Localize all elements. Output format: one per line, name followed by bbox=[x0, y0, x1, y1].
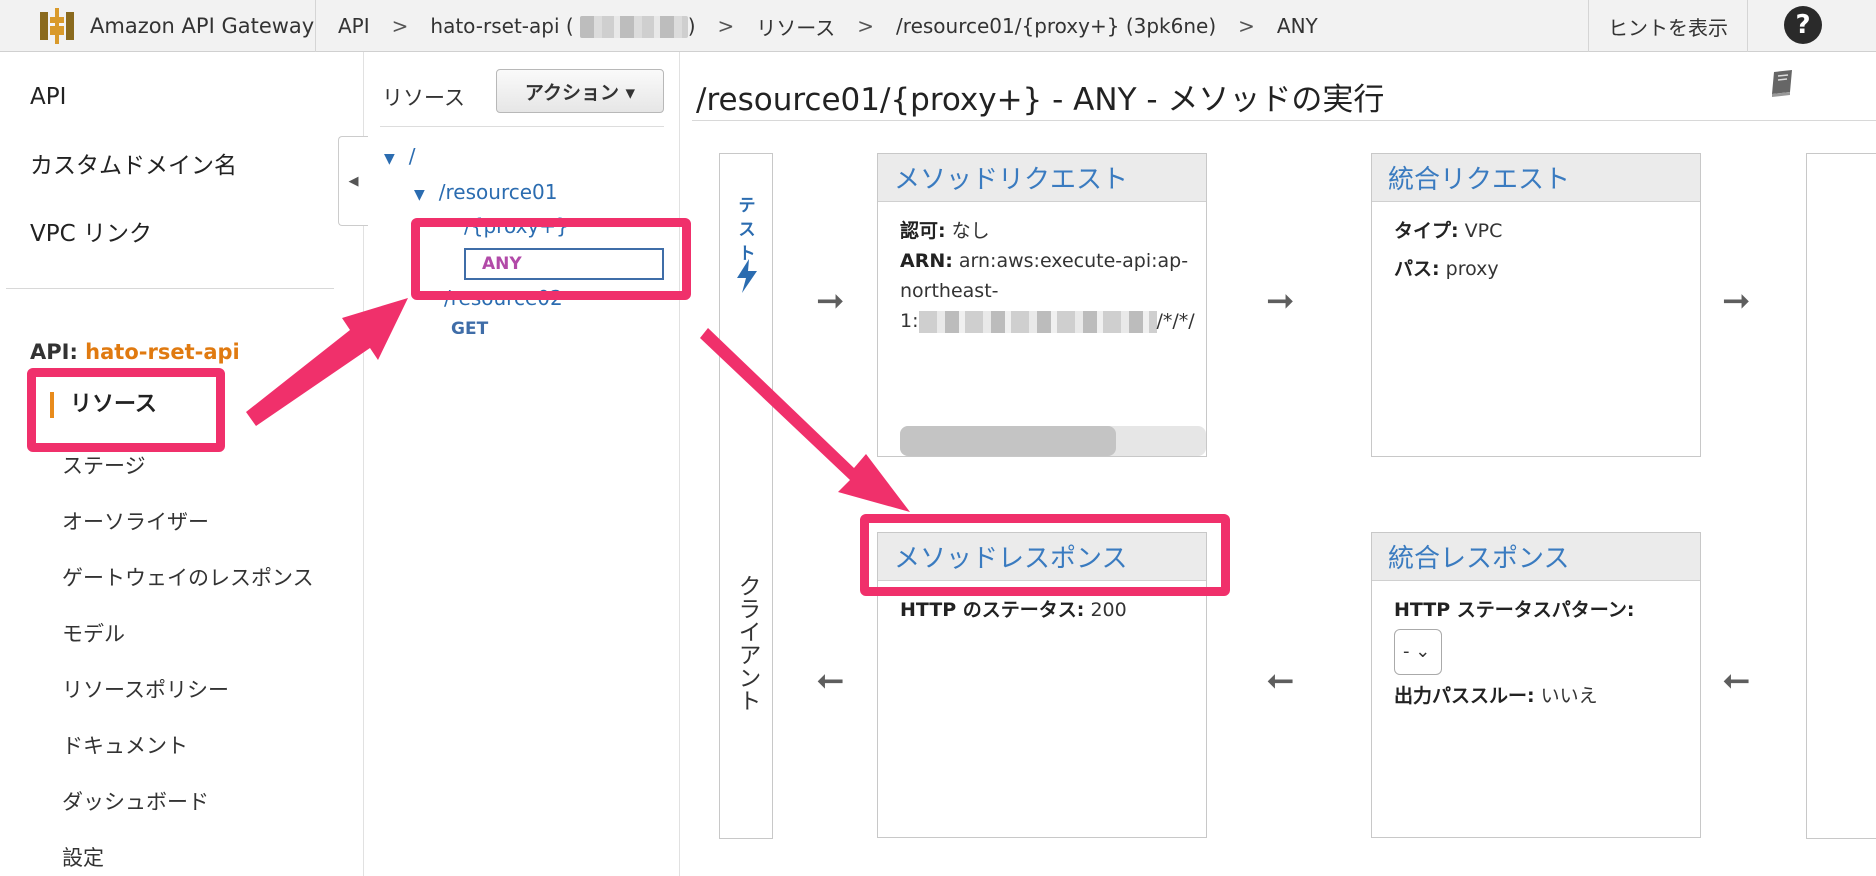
resource-tree-title: リソース bbox=[382, 86, 465, 110]
auth-row: 認可: なし bbox=[900, 220, 990, 242]
breadcrumb-separator: > bbox=[717, 14, 735, 38]
collapse-left-icon: ◀ bbox=[348, 173, 359, 189]
nav-item-resource-policy[interactable]: リソースポリシー bbox=[62, 678, 229, 702]
redacted-arn bbox=[918, 310, 1157, 333]
brand-name: Amazon API Gateway bbox=[90, 14, 315, 38]
arrow-right-icon: ➞ bbox=[1722, 281, 1751, 321]
book-icon[interactable] bbox=[1768, 68, 1796, 98]
breadcrumb-api[interactable]: API bbox=[338, 14, 370, 38]
api-label: API: hato-rset-api bbox=[30, 340, 240, 364]
passthrough-row: 出力パススルー: いいえ bbox=[1394, 685, 1598, 707]
top-bar: Amazon API Gateway API > hato-rset-api (… bbox=[0, 0, 1876, 52]
tree-method-get[interactable]: GET bbox=[451, 319, 489, 339]
nav-item-models[interactable]: モデル bbox=[62, 622, 125, 646]
tree-divider bbox=[380, 126, 664, 127]
method-response-panel: メソッドレスポンス HTTP のステータス: 200 bbox=[877, 532, 1207, 838]
nav-item-authorizers[interactable]: オーソライザー bbox=[62, 510, 209, 534]
show-hints-button[interactable]: ヒントを表示 bbox=[1588, 0, 1748, 52]
breadcrumb-resources[interactable]: リソース bbox=[756, 15, 836, 40]
nav-item-dashboard[interactable]: ダッシュボード bbox=[62, 790, 209, 814]
integration-response-title[interactable]: 統合レスポンス bbox=[1372, 533, 1700, 581]
redacted-api-id bbox=[579, 16, 688, 39]
api-label-name: hato-rset-api bbox=[85, 340, 240, 364]
breadcrumb-resource[interactable]: /resource01/{proxy+} (3pk6ne) bbox=[896, 14, 1217, 38]
client-column: テスト クライアント bbox=[719, 153, 773, 839]
lightning-icon[interactable] bbox=[732, 258, 762, 294]
method-request-body: 認可: なし ARN: arn:aws:execute-api:ap- nort… bbox=[878, 202, 1206, 336]
arrow-right-icon: ➞ bbox=[816, 281, 845, 321]
resource-tree-panel: リソース アクション ▾ ▼/ ▼/resource01 /{proxy+} A… bbox=[366, 52, 680, 876]
integration-response-panel: 統合レスポンス HTTP ステータスパターン: - ⌄ 出力パススルー: いいえ bbox=[1371, 532, 1701, 838]
client-label: クライアント bbox=[734, 574, 760, 712]
breadcrumb: API > hato-rset-api () > リソース > /resourc… bbox=[338, 0, 1318, 52]
caret-down-icon[interactable]: ▼ bbox=[414, 187, 425, 203]
path-row: パス: proxy bbox=[1394, 258, 1499, 280]
breadcrumb-separator: > bbox=[1238, 14, 1255, 38]
title-divider bbox=[692, 120, 1876, 121]
nav-item-api[interactable]: API bbox=[30, 84, 67, 110]
arrow-left-icon: ➞ bbox=[1266, 661, 1295, 701]
http-status-row: HTTP のステータス: 200 bbox=[900, 599, 1127, 621]
nav-item-custom-domain[interactable]: カスタムドメイン名 bbox=[30, 153, 237, 179]
arrow-right-icon: ➞ bbox=[1266, 281, 1295, 321]
nav-divider bbox=[6, 288, 334, 289]
method-response-body: HTTP のステータス: 200 bbox=[878, 581, 1206, 625]
horizontal-scrollbar[interactable] bbox=[900, 426, 1206, 456]
tree-node-proxy[interactable]: /{proxy+} bbox=[464, 214, 569, 238]
nav-item-gateway-responses[interactable]: ゲートウェイのレスポンス bbox=[62, 566, 314, 590]
nav-item-resources[interactable]: リソース bbox=[50, 392, 157, 418]
tree-node-resource01[interactable]: ▼/resource01 bbox=[414, 180, 558, 204]
breadcrumb-method: ANY bbox=[1276, 14, 1318, 38]
type-row: タイプ: VPC bbox=[1394, 220, 1503, 242]
help-icon[interactable]: ? bbox=[1784, 6, 1822, 44]
endpoint-column bbox=[1806, 153, 1876, 839]
breadcrumb-separator: > bbox=[857, 14, 875, 38]
method-request-title[interactable]: メソッドリクエスト bbox=[878, 154, 1206, 202]
brand-area[interactable]: Amazon API Gateway bbox=[0, 0, 316, 52]
caret-down-icon[interactable]: ▼ bbox=[384, 151, 395, 167]
scrollbar-thumb[interactable] bbox=[900, 426, 1116, 456]
integration-request-panel: 統合リクエスト タイプ: VPC パス: proxy bbox=[1371, 153, 1701, 457]
nav-item-documentation[interactable]: ドキュメント bbox=[62, 734, 188, 758]
test-link[interactable]: テスト bbox=[738, 196, 756, 264]
collapse-nav-button[interactable]: ◀ bbox=[338, 136, 368, 226]
tree-node-resource02[interactable]: /resource02 bbox=[444, 286, 563, 310]
status-pattern-select[interactable]: - ⌄ bbox=[1394, 629, 1442, 675]
breadcrumb-separator: > bbox=[391, 14, 409, 38]
api-gateway-logo-icon bbox=[40, 8, 74, 44]
arn-row: ARN: arn:aws:execute-api:ap- northeast- … bbox=[900, 250, 1195, 333]
left-navigation: API カスタムドメイン名 VPC リンク API: hato-rset-api… bbox=[0, 52, 368, 876]
integration-request-title[interactable]: 統合リクエスト bbox=[1372, 154, 1700, 202]
integration-response-body: HTTP ステータスパターン: - ⌄ 出力パススルー: いいえ bbox=[1372, 581, 1700, 711]
arrow-left-icon: ➞ bbox=[1722, 661, 1751, 701]
page-title: /resource01/{proxy+} - ANY - メソッドの実行 bbox=[696, 82, 1385, 118]
actions-dropdown-button[interactable]: アクション ▾ bbox=[496, 69, 664, 113]
status-pattern-row: HTTP ステータスパターン: bbox=[1394, 599, 1635, 621]
breadcrumb-api-name[interactable]: hato-rset-api () bbox=[430, 13, 696, 39]
method-response-title[interactable]: メソッドレスポンス bbox=[878, 533, 1206, 581]
method-request-panel: メソッドリクエスト 認可: なし ARN: arn:aws:execute-ap… bbox=[877, 153, 1207, 457]
nav-item-vpc-link[interactable]: VPC リンク bbox=[30, 221, 152, 247]
nav-item-stages[interactable]: ステージ bbox=[62, 454, 146, 478]
api-label-prefix: API: bbox=[30, 340, 78, 364]
tree-node-root[interactable]: ▼/ bbox=[384, 144, 416, 168]
arrow-left-icon: ➞ bbox=[816, 661, 845, 701]
tree-method-any[interactable]: ANY bbox=[464, 248, 664, 280]
integration-request-body: タイプ: VPC パス: proxy bbox=[1372, 202, 1700, 284]
nav-item-settings[interactable]: 設定 bbox=[62, 846, 104, 870]
